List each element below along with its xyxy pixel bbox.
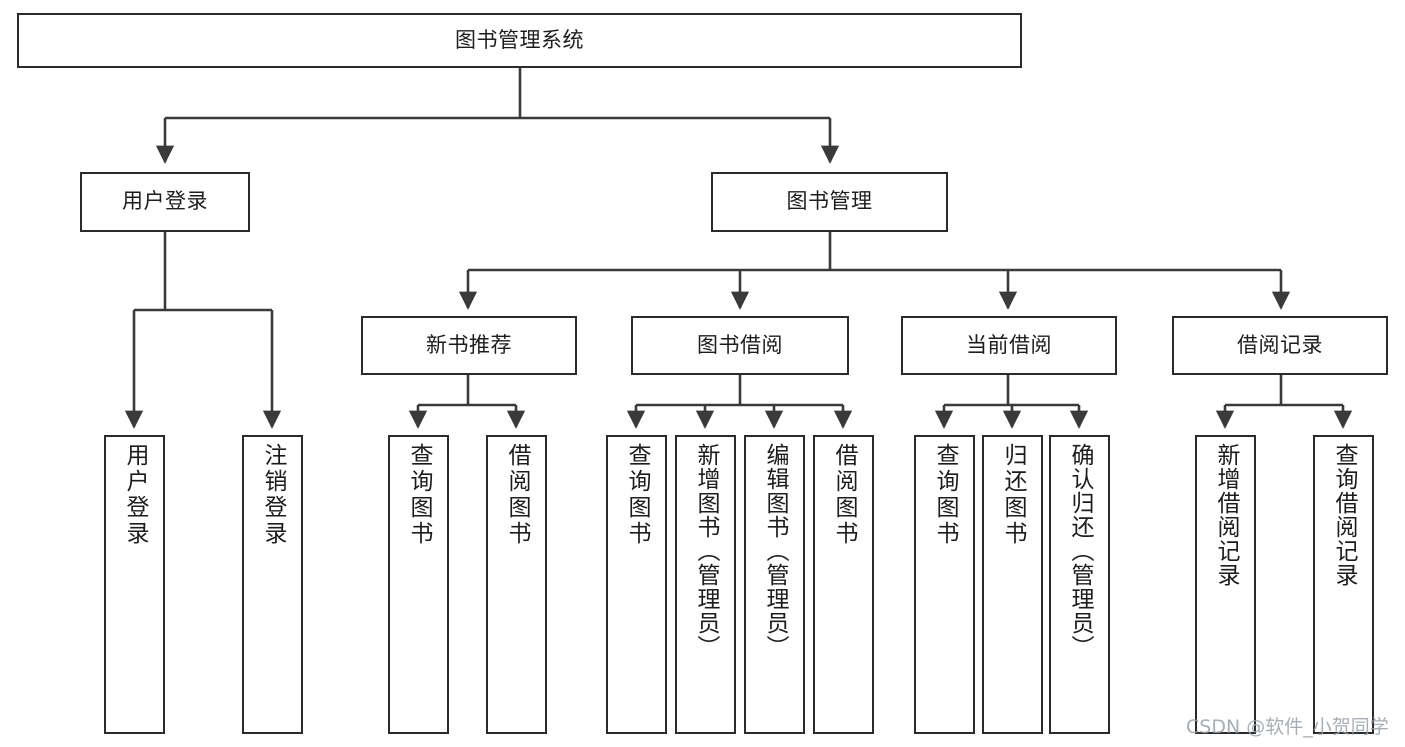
node-leaf-add-book[interactable]: 新增图书（管理员） [675, 435, 736, 734]
node-leaf-edit-book-label: 编辑图书（管理员） [762, 443, 788, 659]
node-leaf-query-book-3-label: 查询图书 [932, 443, 958, 547]
node-leaf-return-book-label: 归还图书 [1000, 443, 1026, 547]
node-user-login[interactable]: 用户登录 [80, 172, 250, 232]
node-new-book-recommend-label: 新书推荐 [426, 332, 512, 357]
node-root[interactable]: 图书管理系统 [17, 13, 1022, 68]
node-leaf-logout-login[interactable]: 注销登录 [242, 435, 303, 734]
node-borrow-record[interactable]: 借阅记录 [1172, 316, 1388, 375]
node-leaf-add-book-label: 新增图书（管理员） [693, 443, 719, 659]
node-book-manage[interactable]: 图书管理 [711, 172, 948, 232]
node-leaf-user-login[interactable]: 用户登录 [104, 435, 165, 734]
node-leaf-edit-book[interactable]: 编辑图书（管理员） [744, 435, 805, 734]
node-new-book-recommend[interactable]: 新书推荐 [361, 316, 577, 375]
node-leaf-borrow-book-2-label: 借阅图书 [831, 443, 857, 547]
node-leaf-query-book-1-label: 查询图书 [406, 443, 432, 547]
node-leaf-query-book-2[interactable]: 查询图书 [606, 435, 667, 734]
node-leaf-logout-login-label: 注销登录 [260, 443, 286, 547]
csdn-watermark: CSDN @软件_小贺同学 [1186, 716, 1389, 738]
node-leaf-add-record[interactable]: 新增借阅记录 [1195, 435, 1256, 734]
node-book-borrow-label: 图书借阅 [697, 332, 783, 357]
node-root-label: 图书管理系统 [455, 27, 584, 52]
node-current-borrow-label: 当前借阅 [966, 332, 1052, 357]
node-user-login-label: 用户登录 [122, 189, 208, 214]
node-book-borrow[interactable]: 图书借阅 [631, 316, 849, 375]
node-leaf-confirm-return-label: 确认归还（管理员） [1067, 443, 1093, 659]
node-leaf-query-book-3[interactable]: 查询图书 [914, 435, 975, 734]
node-leaf-borrow-book-1[interactable]: 借阅图书 [486, 435, 547, 734]
node-leaf-query-book-1[interactable]: 查询图书 [388, 435, 449, 734]
node-leaf-query-book-2-label: 查询图书 [624, 443, 650, 547]
node-leaf-borrow-book-2[interactable]: 借阅图书 [813, 435, 874, 734]
node-current-borrow[interactable]: 当前借阅 [901, 316, 1117, 375]
node-borrow-record-label: 借阅记录 [1237, 332, 1323, 357]
node-leaf-add-record-label: 新增借阅记录 [1213, 443, 1239, 587]
node-leaf-return-book[interactable]: 归还图书 [982, 435, 1043, 734]
node-leaf-borrow-book-1-label: 借阅图书 [504, 443, 530, 547]
node-leaf-user-login-label: 用户登录 [122, 443, 148, 547]
node-leaf-confirm-return[interactable]: 确认归还（管理员） [1049, 435, 1110, 734]
node-leaf-query-record[interactable]: 查询借阅记录 [1313, 435, 1374, 734]
node-book-manage-label: 图书管理 [786, 189, 873, 214]
node-leaf-query-record-label: 查询借阅记录 [1331, 443, 1357, 587]
